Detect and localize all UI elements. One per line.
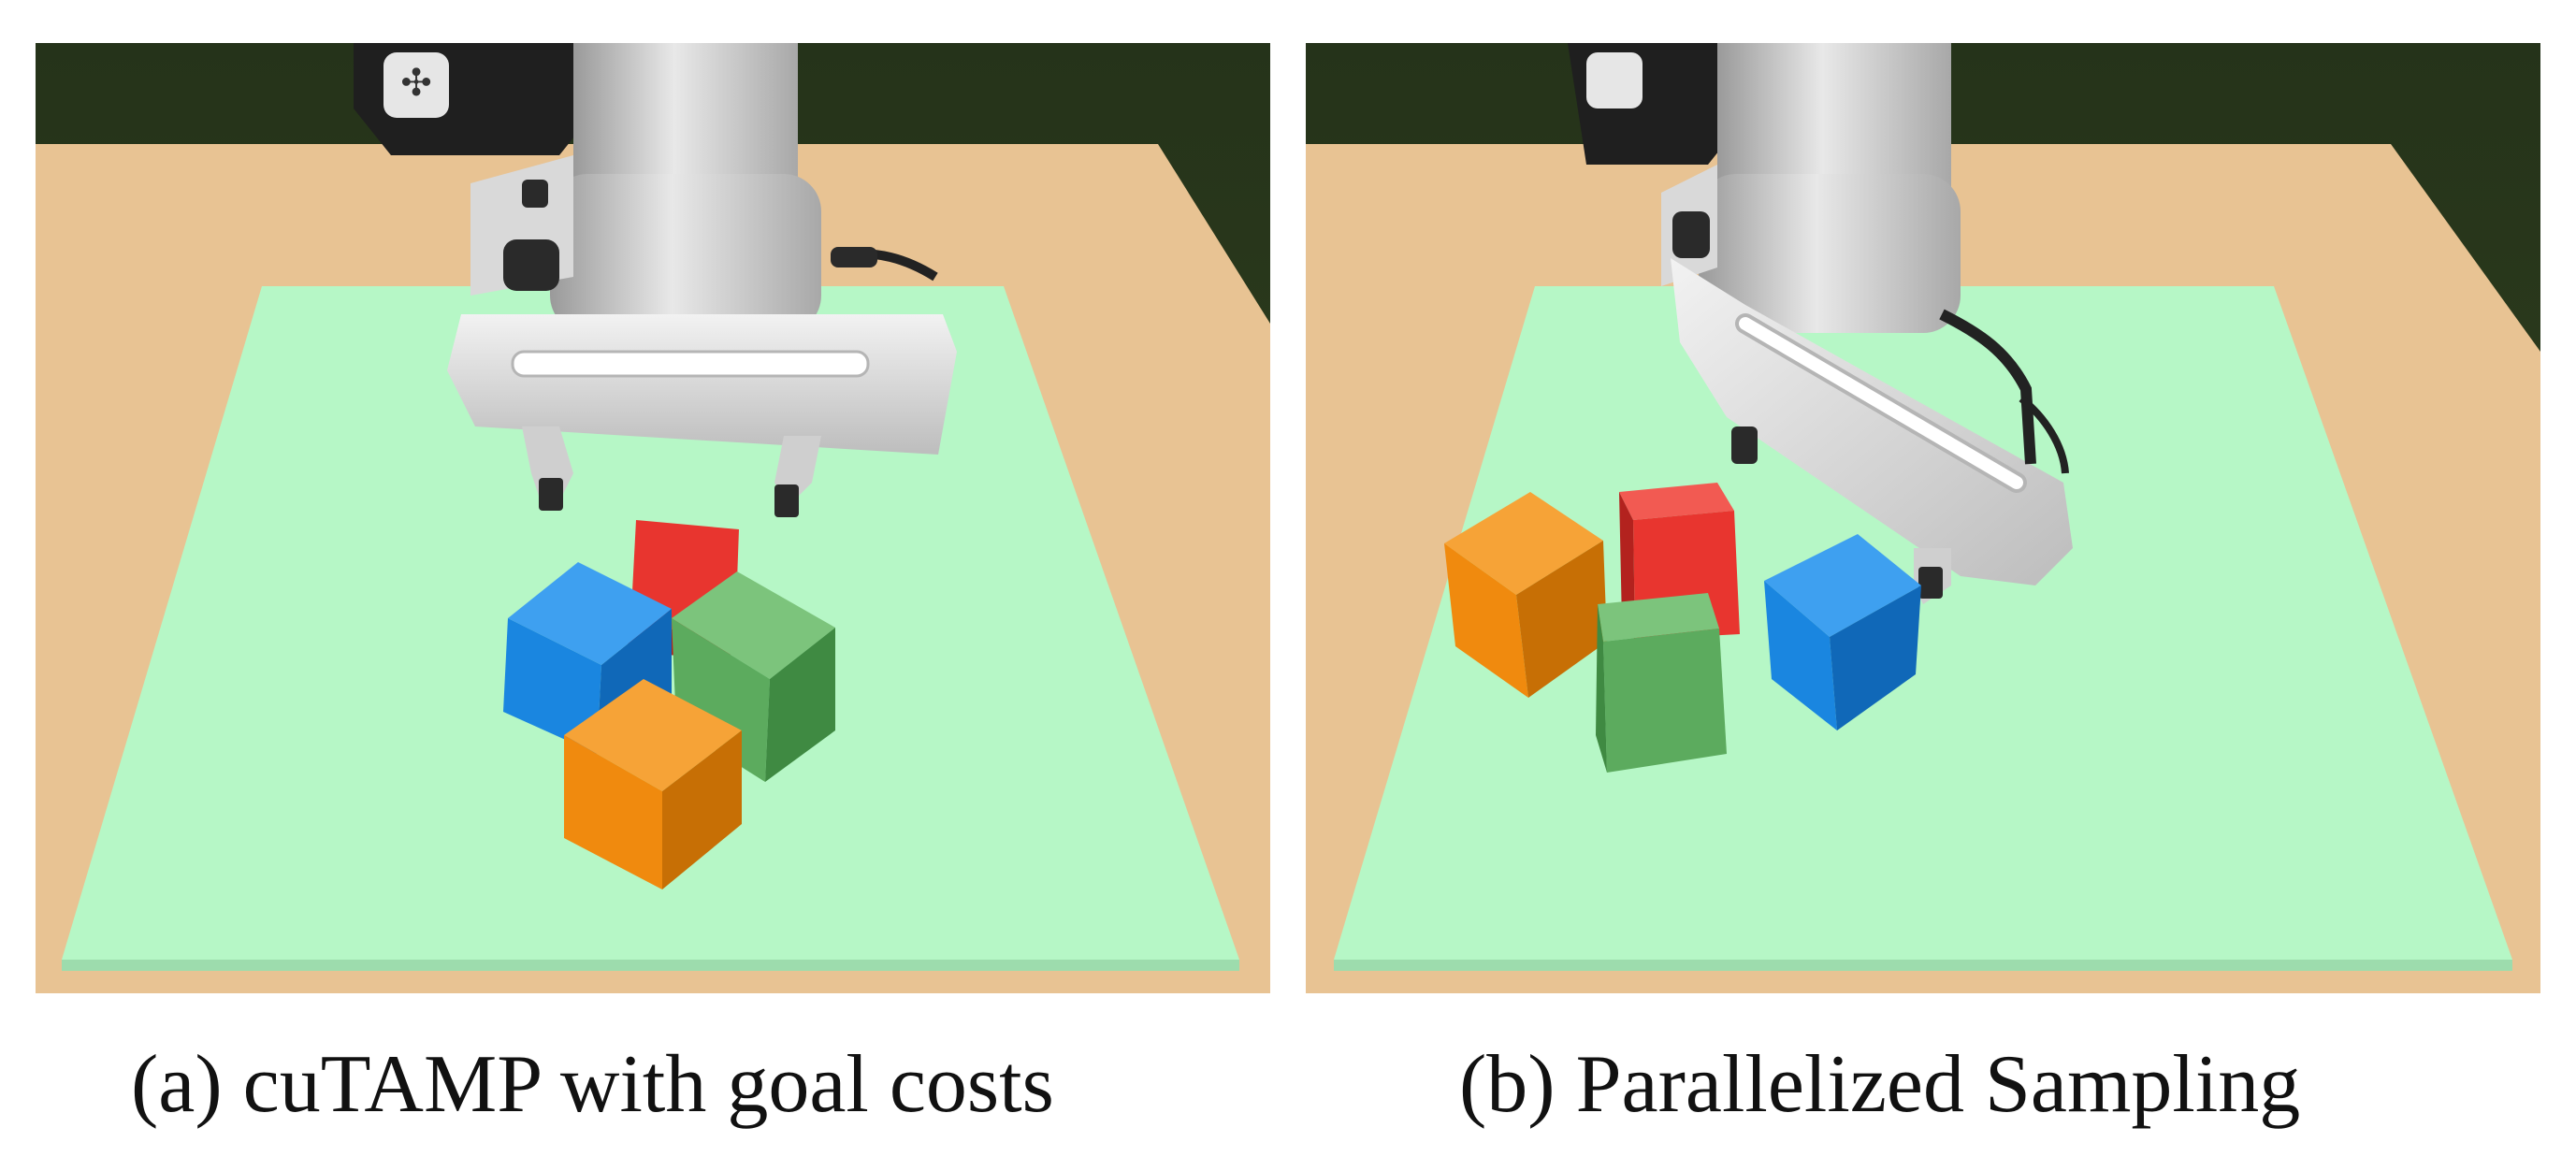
cube-green — [672, 571, 835, 782]
panel-b-scene — [1306, 43, 2540, 993]
caption-panel-a: (a) cuTAMP with goal costs — [131, 1039, 1054, 1130]
cube-orange — [1444, 492, 1607, 698]
mat-edge — [1334, 960, 2512, 971]
cube-green — [1596, 593, 1727, 773]
cube-blue — [1764, 534, 1921, 730]
cube-blue — [503, 562, 672, 754]
green-mat — [1334, 286, 2512, 960]
panel-b-image — [1306, 43, 2540, 993]
panel-a-image: ✣ — [36, 43, 1270, 993]
cube-orange — [564, 679, 742, 889]
robot-arm: ✣ — [354, 43, 957, 517]
panel-a-scene: ✣ — [36, 43, 1270, 993]
robot-arm — [1568, 43, 2073, 604]
mat-edge — [62, 960, 1239, 971]
caption-panel-b: (b) Parallelized Sampling — [1459, 1039, 2301, 1130]
svg-text:✣: ✣ — [400, 62, 432, 105]
